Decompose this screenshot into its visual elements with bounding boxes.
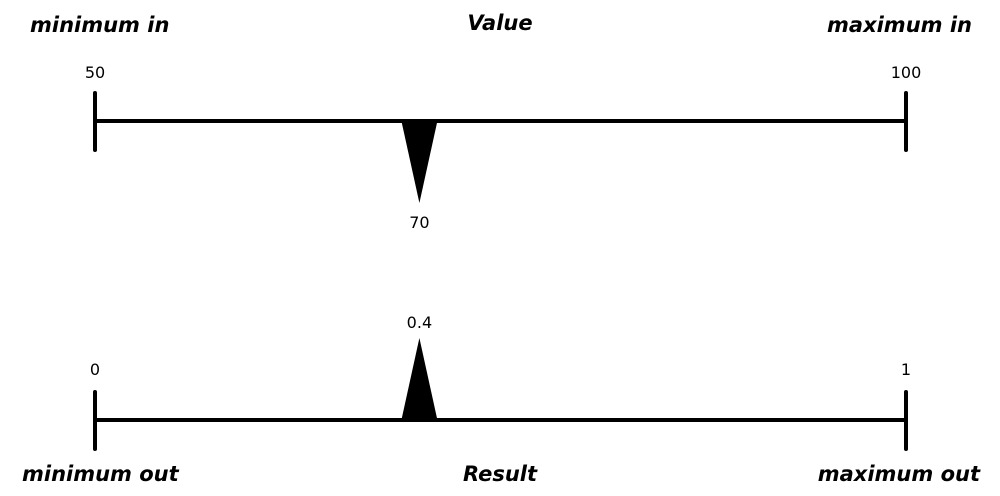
output-title: Result (463, 462, 538, 486)
output-min-value: 0 (90, 360, 100, 379)
output-value-pointer (401, 338, 438, 420)
input-scale: minimum in Value maximum in 50 100 70 (30, 11, 972, 232)
input-max-value: 100 (891, 63, 922, 82)
output-min-label: minimum out (22, 462, 180, 486)
input-max-label: maximum in (827, 13, 972, 37)
output-max-label: maximum out (818, 462, 981, 486)
input-min-value: 50 (85, 63, 105, 82)
input-value-label: 70 (409, 213, 429, 232)
input-value-pointer (401, 121, 438, 203)
output-value-label: 0.4 (407, 313, 432, 332)
input-title: Value (467, 11, 532, 35)
input-min-label: minimum in (30, 13, 169, 37)
output-scale: 0.4 0 1 minimum out Result maximum out (22, 313, 981, 486)
output-max-value: 1 (901, 360, 911, 379)
